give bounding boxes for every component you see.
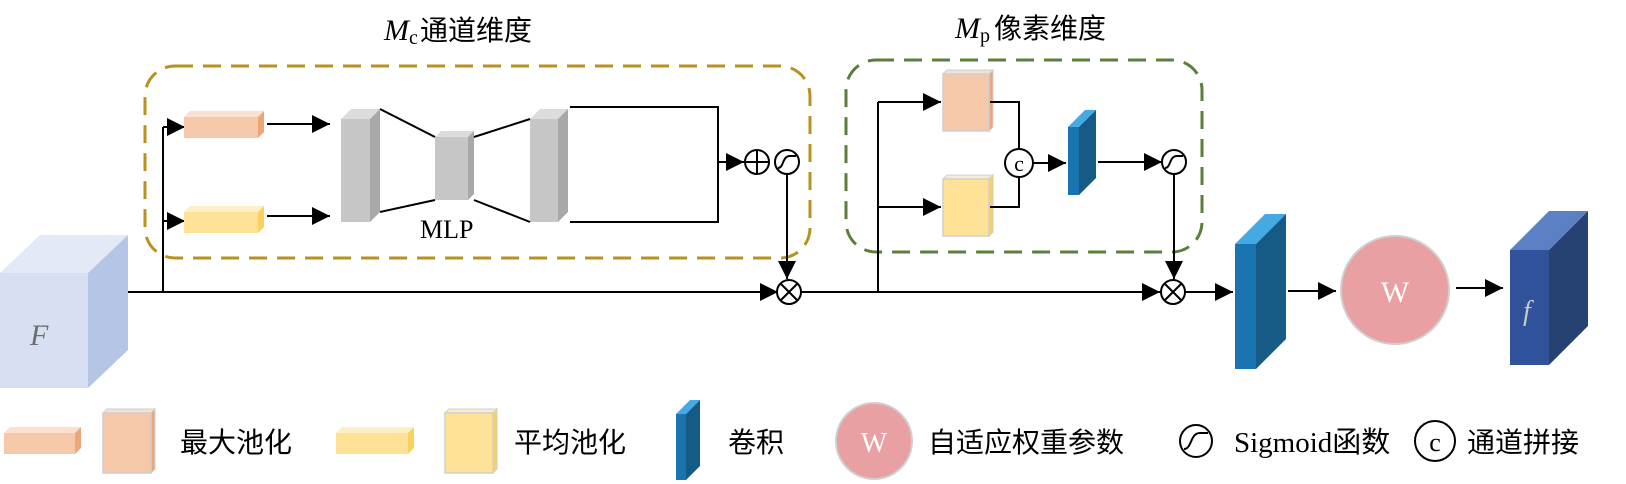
- elementwise-multiply-icon-2: [1160, 279, 1186, 305]
- legend-conv-label: 卷积: [728, 426, 784, 459]
- concat-line-bottom: [990, 176, 1020, 208]
- legend-weight-icon: W: [835, 402, 913, 480]
- legend-conv-icon: [676, 400, 700, 480]
- final-conv-block: [1235, 214, 1286, 369]
- input-feature-cube: F: [0, 235, 128, 388]
- mlp-block: MLP: [341, 108, 568, 244]
- channel-max-pool-block: [184, 111, 264, 138]
- sigmoid-icon-pixel: [1161, 149, 1187, 175]
- output-feature-cube: f: [1510, 211, 1588, 365]
- channel-title-subscript: c: [409, 27, 418, 49]
- legend-max-pool-label: 最大池化: [180, 426, 292, 459]
- pixel-title-label: 像素维度: [994, 12, 1106, 45]
- pixel-avg-pool-block: [941, 173, 995, 238]
- concat-line-top: [990, 101, 1020, 150]
- legend-max-pool-block-icon: [101, 407, 157, 475]
- weight-label: W: [1381, 276, 1410, 309]
- pixel-attention-box: [844, 58, 1204, 254]
- legend-sigmoid-label: Sigmoid函数: [1234, 426, 1390, 459]
- pixel-title-subscript: p: [980, 25, 990, 47]
- elementwise-multiply-icon-1: [776, 279, 802, 305]
- pixel-max-pool-block: [941, 68, 995, 133]
- elementwise-add-icon: [744, 149, 770, 175]
- adaptive-weight-node: W: [1340, 235, 1450, 345]
- legend-avg-pool-block-icon: [443, 407, 499, 475]
- input-label: F: [29, 319, 49, 352]
- legend-concat-label: 通道拼接: [1467, 426, 1579, 459]
- pixel-conv-block: [1068, 110, 1096, 195]
- legend-weight-label: 自适应权重参数: [928, 426, 1124, 459]
- channel-title-label: 通道维度: [420, 14, 532, 47]
- legend-max-pool-flat-icon: [4, 427, 81, 454]
- mlp-output-bracket: [570, 106, 719, 223]
- legend-concat-symbol: c: [1429, 428, 1441, 457]
- channel-avg-pool-block: [184, 206, 264, 233]
- legend-sigmoid-icon: [1179, 424, 1213, 458]
- legend-avg-pool-label: 平均池化: [514, 426, 626, 459]
- channel-attention-box: [143, 64, 812, 260]
- legend-concat-icon: c: [1414, 420, 1456, 462]
- channel-title-symbol: M: [383, 14, 411, 47]
- legend-weight-symbol: W: [861, 428, 888, 459]
- output-label: f: [1523, 296, 1534, 327]
- sigmoid-icon-channel: [774, 149, 800, 175]
- legend-avg-pool-flat-icon: [336, 427, 414, 454]
- mlp-label: MLP: [420, 215, 473, 244]
- concat-label: c: [1014, 151, 1024, 176]
- concat-icon: c: [1004, 148, 1034, 178]
- legend: 最大池化 平均池化 卷积 W 自适应权重参数: [4, 400, 1579, 480]
- pixel-title-symbol: M: [954, 12, 982, 45]
